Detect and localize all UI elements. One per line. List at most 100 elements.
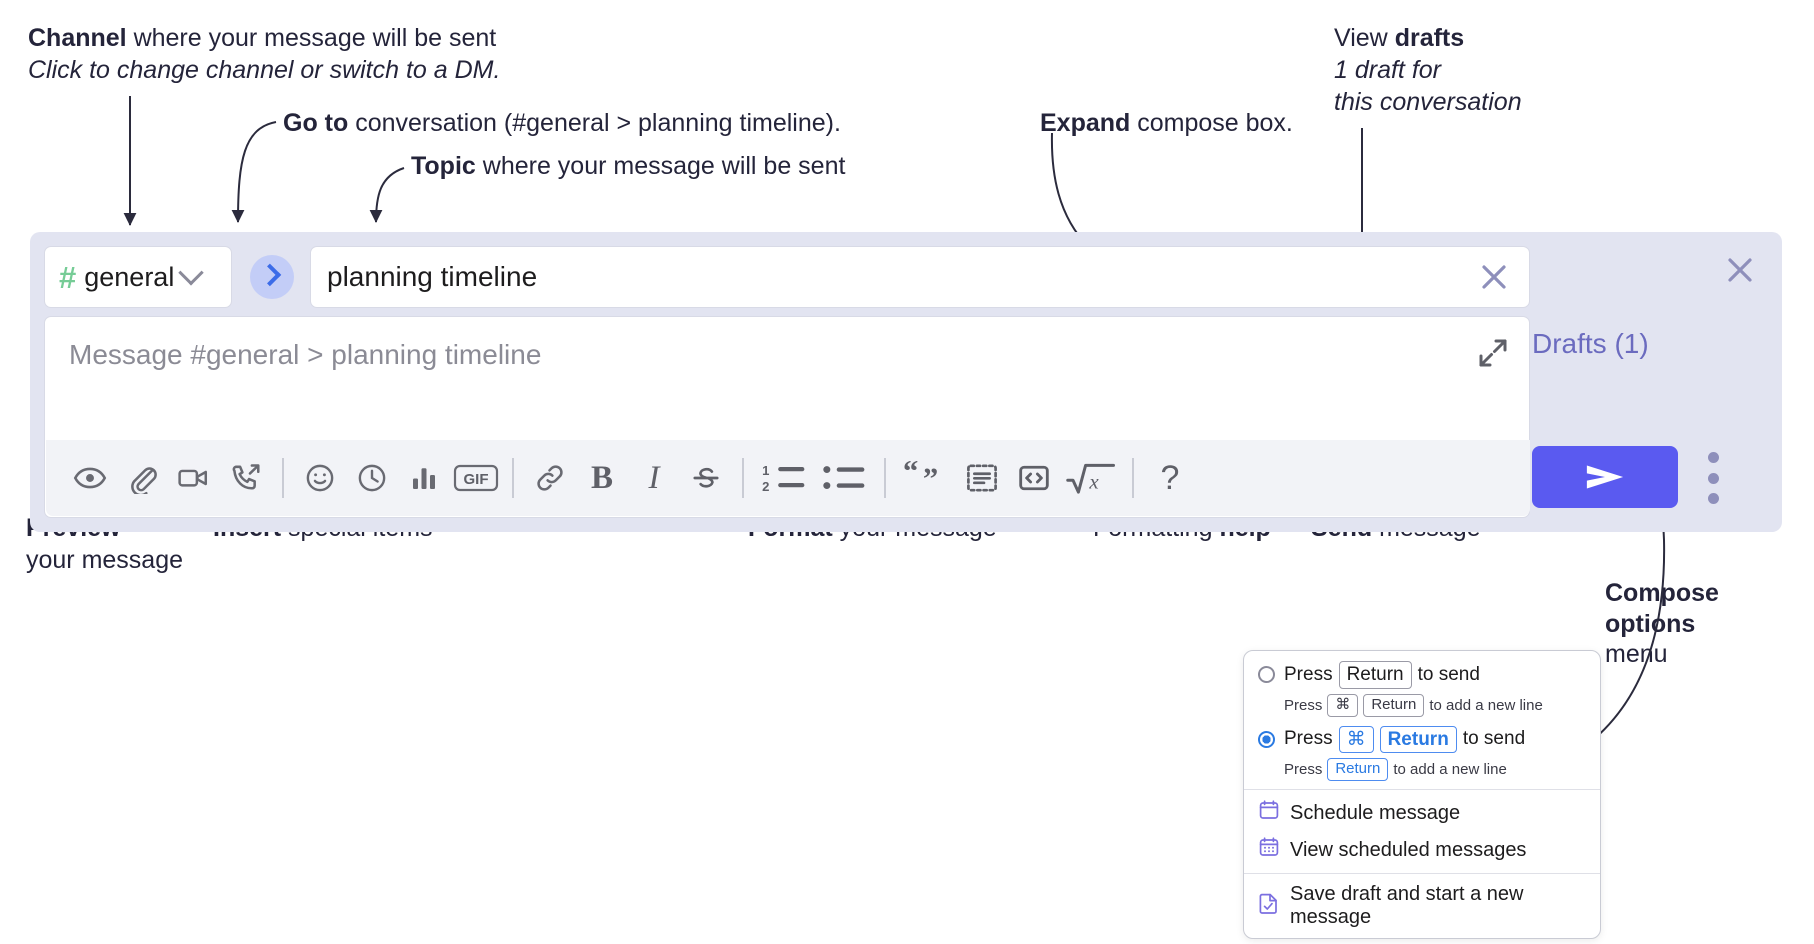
annotation-expand-bold: Expand [1040, 109, 1131, 137]
option2-tosend: to send [1462, 728, 1526, 750]
option1-key: Return [1338, 661, 1412, 689]
menu-item-label: Save draft and start a new message [1290, 883, 1524, 928]
chevron-down-icon [178, 260, 205, 286]
option1-sub-press: Press [1284, 696, 1323, 714]
menu-divider [1244, 789, 1600, 790]
clock-icon[interactable] [346, 452, 398, 504]
poll-icon[interactable] [398, 452, 450, 504]
bold-icon[interactable]: B [576, 452, 628, 504]
topic-input[interactable]: planning timeline [310, 246, 1530, 308]
option-return-to-send[interactable]: Press Return to send [1258, 661, 1586, 689]
annotation-drafts-bold: drafts [1394, 24, 1465, 52]
close-compose-icon[interactable] [1720, 250, 1760, 290]
annotation-compose-bold2: options [1605, 609, 1696, 638]
radio-cmd-return[interactable] [1258, 730, 1275, 748]
option2-sub-key: Return [1327, 758, 1389, 781]
code-icon[interactable] [1008, 452, 1060, 504]
option2-sub-press: Press [1284, 761, 1323, 779]
annotation-compose-plain: menu [1605, 640, 1668, 668]
menu-item-label: Schedule message [1290, 801, 1461, 824]
svg-text:2: 2 [762, 479, 769, 494]
italic-icon[interactable]: I [628, 452, 680, 504]
menu-item-view-scheduled[interactable]: View scheduled messages [1244, 836, 1600, 873]
option2-press: Press [1284, 728, 1333, 750]
compose-header-row: # general planning timeline [44, 246, 1530, 308]
annotation-goto-bold: Go to [283, 109, 349, 137]
drafts-link[interactable]: Drafts (1) [1532, 328, 1649, 359]
help-label: ? [1160, 458, 1180, 497]
kebab-dot [1707, 472, 1719, 484]
annotation-channel-italic: Click to change channel or switch to a D… [28, 56, 501, 84]
send-arrow-icon [1586, 465, 1624, 489]
annotation-topic-rest: where your message will be sent [475, 152, 846, 180]
code-block-icon[interactable] [956, 452, 1008, 504]
link-icon[interactable] [524, 452, 576, 504]
annotation-expand-rest: compose box. [1130, 109, 1293, 137]
option-cmd-return-to-send[interactable]: Press ⌘ Return to send [1258, 725, 1586, 754]
option1-main: Press Return to send [1284, 661, 1480, 689]
option2-key2: Return [1379, 725, 1457, 754]
blockquote-icon[interactable]: “” [896, 452, 956, 504]
menu-item-schedule-message[interactable]: Schedule message [1244, 790, 1600, 836]
annotation-compose-bold1: Compose [1605, 579, 1719, 607]
clear-topic-icon[interactable] [1459, 259, 1529, 295]
attachment-icon[interactable] [116, 452, 168, 504]
compose-options-button[interactable] [1706, 452, 1720, 504]
kebab-dot [1707, 452, 1719, 463]
option1-sub-key2: Return [1363, 693, 1425, 717]
annotation-drafts-italic1: 1 draft for [1334, 56, 1441, 84]
send-shortcut-options: Press Return to send Press ⌘ Return to a… [1244, 651, 1600, 789]
annotation-channel: Channel where your message will be sent … [28, 22, 500, 86]
annotation-drafts: View drafts 1 draft for this conversatio… [1334, 22, 1522, 118]
annotation-channel-rest: where your message will be sent [126, 24, 497, 52]
kebab-dot [1707, 493, 1719, 504]
annotation-goto-rest: conversation (#general > planning timeli… [348, 109, 841, 137]
option1-tosend: to send [1417, 663, 1480, 685]
option1-sub-key1: ⌘ [1327, 693, 1359, 717]
svg-text:”: ” [923, 462, 938, 495]
message-input-box[interactable]: Message #general > planning timeline [44, 316, 1530, 518]
video-icon[interactable] [168, 452, 220, 504]
emoji-icon[interactable] [294, 452, 346, 504]
compose-panel: # general planning timeline Message #gen… [30, 232, 1782, 532]
svg-text:“: “ [903, 461, 918, 488]
compose-options-menu: Press Return to send Press ⌘ Return to a… [1243, 650, 1601, 939]
go-to-conversation-button[interactable] [250, 255, 294, 299]
option2-sub: Press Return to add a new line [1284, 758, 1586, 781]
menu-item-label: View scheduled messages [1290, 838, 1527, 861]
chevron-right-icon [258, 263, 282, 287]
math-icon[interactable]: x [1060, 452, 1122, 504]
toolbar-separator [1132, 458, 1134, 498]
strikethrough-icon[interactable] [680, 452, 732, 504]
annotation-goto: Go to conversation (#general > planning … [283, 107, 841, 139]
channel-selector[interactable]: # general [44, 246, 232, 308]
annotation-compose-options: Compose options menu [1605, 578, 1719, 670]
option2-main: Press ⌘ Return to send [1284, 725, 1526, 754]
annotation-drafts-italic2: this conversation [1334, 88, 1522, 116]
gif-icon[interactable]: GIF [450, 452, 502, 504]
toolbar-separator [512, 458, 514, 498]
option2-sub-rest: to add a new line [1393, 761, 1507, 779]
formatting-toolbar: GIF B I [46, 440, 1530, 516]
annotation-channel-bold: Channel [28, 24, 127, 52]
annotation-topic: Topic where your message will be sent [411, 150, 845, 182]
svg-text:GIF: GIF [464, 471, 489, 488]
bulleted-list-icon[interactable] [814, 452, 874, 504]
radio-return[interactable] [1258, 666, 1275, 684]
toolbar-separator [742, 458, 744, 498]
toolbar-separator [884, 458, 886, 498]
annotation-preview-line2: your message [26, 546, 184, 574]
preview-icon[interactable] [64, 452, 116, 504]
menu-item-save-draft[interactable]: Save draft and start a new message [1244, 874, 1600, 938]
send-button[interactable] [1532, 446, 1678, 508]
audio-call-icon[interactable] [220, 452, 272, 504]
bold-label: B [590, 459, 613, 496]
menu-divider [1244, 873, 1600, 874]
help-icon[interactable]: ? [1144, 452, 1196, 504]
calendar-list-icon [1258, 836, 1280, 864]
option1-sub: Press ⌘ Return to add a new line [1284, 693, 1586, 717]
message-placeholder: Message #general > planning timeline [69, 339, 542, 370]
expand-compose-icon[interactable] [1475, 335, 1511, 371]
option1-press: Press [1284, 663, 1333, 685]
